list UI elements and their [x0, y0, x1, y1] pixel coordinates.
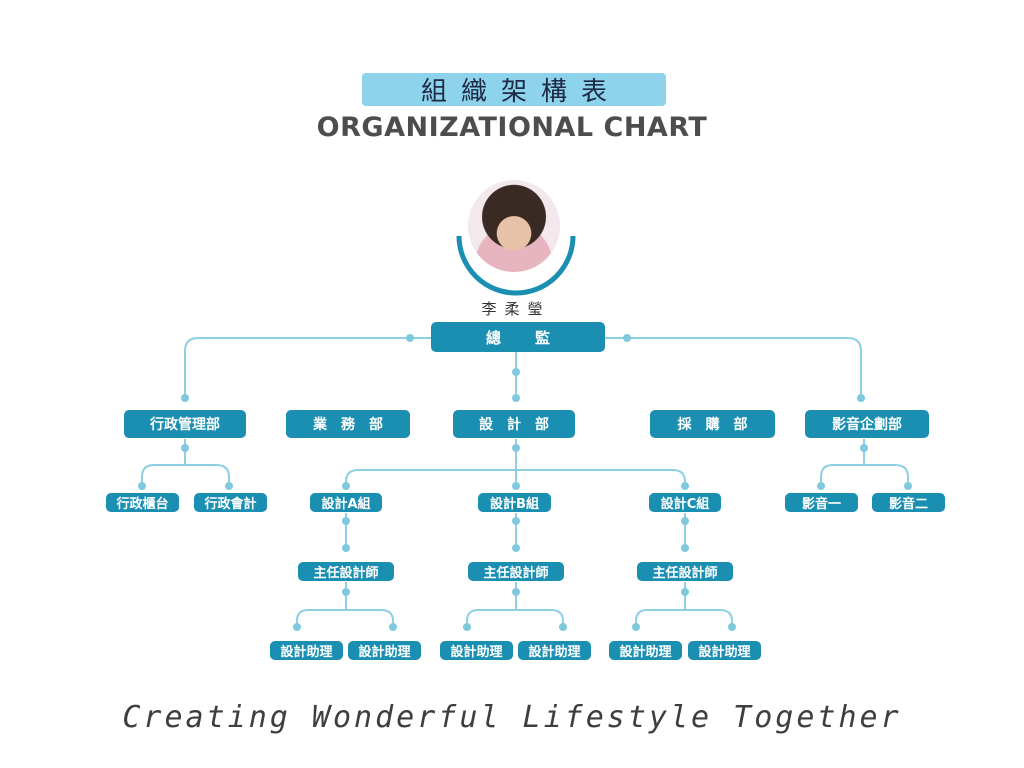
design-c-lead: 主任設計師	[637, 562, 733, 581]
chart-title-english: ORGANIZATIONAL CHART	[316, 112, 708, 143]
footer-tagline: Creating Wonderful Lifestyle Together	[122, 700, 902, 735]
design-c-assistant-1: 設計助理	[609, 641, 682, 660]
media-unit-1: 影音一	[785, 493, 858, 512]
design-group-c: 設計C組	[649, 493, 721, 512]
avatar-ring	[456, 235, 576, 296]
dept-admin: 行政管理部	[124, 410, 246, 438]
chart-title-chinese: 組織架構表	[362, 73, 666, 107]
leader-name: 李柔瑩	[481, 300, 551, 318]
admin-unit-accounting: 行政會計	[194, 493, 267, 512]
dept-sales: 業務部	[286, 410, 410, 438]
design-c-assistant-2: 設計助理	[688, 641, 761, 660]
design-a-lead: 主任設計師	[298, 562, 394, 581]
leader-avatar	[468, 180, 560, 272]
director-node: 總監	[431, 322, 605, 352]
design-group-b: 設計B組	[478, 493, 551, 512]
admin-unit-front-desk: 行政櫃台	[106, 493, 179, 512]
design-b-lead: 主任設計師	[468, 562, 564, 581]
design-b-assistant-1: 設計助理	[440, 641, 513, 660]
dept-purchasing: 採購部	[650, 410, 775, 438]
dept-design: 設計部	[453, 410, 575, 438]
design-a-assistant-1: 設計助理	[270, 641, 343, 660]
design-b-assistant-2: 設計助理	[518, 641, 591, 660]
media-unit-2: 影音二	[872, 493, 945, 512]
leader-photo-frame	[456, 176, 576, 296]
dept-media: 影音企劃部	[805, 410, 929, 438]
design-group-a: 設計A組	[310, 493, 382, 512]
design-a-assistant-2: 設計助理	[348, 641, 421, 660]
